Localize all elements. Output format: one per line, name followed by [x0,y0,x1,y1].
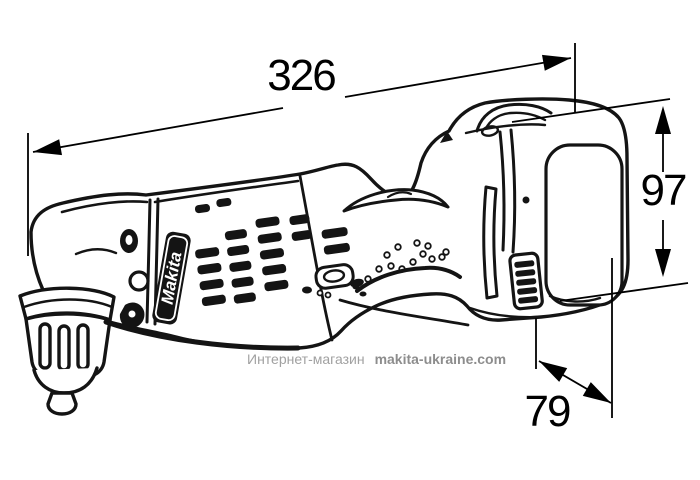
dimension-depth-label: 79 [524,387,572,436]
handle-wing-accent [342,188,450,213]
grip-dots [364,239,450,283]
battery-rail-slot [482,185,499,300]
handle-wing-notch [386,191,413,199]
handle-underside-seam [338,298,470,327]
head-top-seam [60,200,149,214]
dimension-line [32,107,284,153]
head-screw-boss [128,270,150,292]
arrowhead-down-right [582,382,611,403]
body-rear-seam [298,174,334,342]
watermark: Интернет-магазин makita-ukraine.com [247,352,506,366]
battery-release-button [508,251,544,311]
chuck-slot [57,324,71,372]
junction-seam-b [509,128,517,254]
extension-line [511,98,671,123]
battery-front-face [544,143,624,307]
arrowhead-up [655,106,671,134]
dimension-graphics [27,43,689,418]
switch-detail-dot [316,289,324,297]
extension-line [559,282,689,302]
dimension-line [344,57,572,98]
body-bottom-lip [103,319,301,351]
switch-detail-blob [350,278,364,288]
arrowhead-right [542,54,571,71]
arrowhead-down [655,249,671,277]
switch-detail-dot [324,291,332,299]
battery-bottom-seam [468,306,542,319]
forward-reverse-switch [314,263,355,290]
head-hook-hole [128,310,136,318]
body-top-seam [153,179,300,204]
dimension-height-label: 97 [640,166,688,215]
chuck-collar-seam [22,298,114,309]
grip-detail-blob [359,291,367,297]
dimension-depth-line [535,258,613,418]
dimension-height-line [511,98,689,302]
junction-seam-a [498,130,506,252]
switch-detail-blob [302,286,312,294]
watermark-domain: makita-ukraine.com [374,351,507,367]
chuck-slot [38,322,52,370]
battery-clip-outer [475,102,553,133]
drill-line-art: Makita [18,97,630,416]
watermark-prefix: Интернет-магазин [247,351,365,367]
dimension-length-line [27,43,576,256]
chuck-nose [46,391,78,416]
gear-cam-hole [125,235,133,245]
arrowhead-left [33,139,62,156]
handle-top-tab [440,131,453,143]
battery-top-seam [464,123,547,135]
brand-badge: Makita [152,231,191,325]
battery-clip-inner [482,111,547,135]
head-right-seam-a [145,198,152,324]
battery-screw [522,196,530,204]
battery-face-bottom-notch [548,294,602,303]
vent-slots [194,197,350,307]
chuck-dome [32,366,99,395]
grip-panel-edge [355,265,462,293]
dimension-length-label: 326 [267,51,336,100]
chuck-slot [76,323,90,371]
arrowhead-up-left [539,361,568,382]
head-panel-arc [74,248,118,256]
